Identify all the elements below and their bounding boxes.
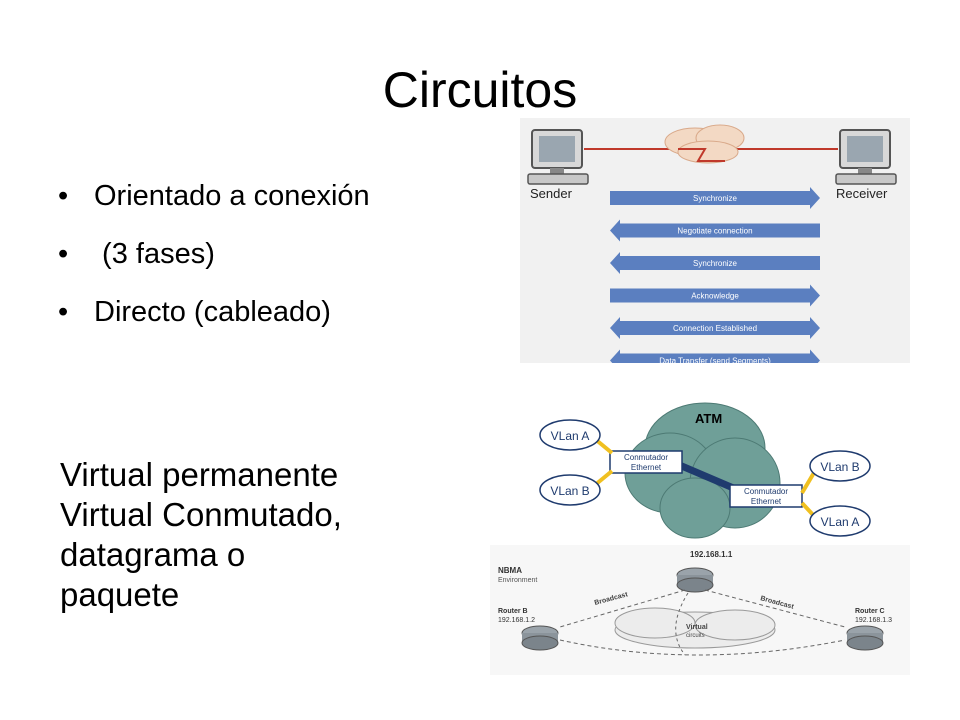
vlan-label: VLan A [551,429,590,443]
vlan-node-left-b: VLan B [539,474,601,506]
handshake-step-label: Acknowledge [691,292,739,301]
handshake-arrow [610,187,820,209]
bullet-text: (3 fases) [94,238,215,270]
vlan-node-right-b: VLan B [809,450,871,482]
bullet-item: • (3 fases) [58,236,518,272]
body-line: datagrama o [60,536,246,573]
handshake-step-label: Data Transfer (send Segments) [659,357,771,364]
router-c-label: Router C [855,608,885,615]
vlan-label: VLan A [821,515,860,529]
atm-vlan-diagram: ATM Conmutador Ethernet Conmutador Ether… [530,393,880,543]
handshake-arrow [610,317,820,339]
router-b-ip: 192.168.1.2 [498,617,535,624]
nbma-diagram: 192.168.1.1 NBMA Environment Virtual cir… [490,545,910,675]
body-line: Virtual Conmutado, [60,496,342,533]
bullet-text: Orientado a conexión [94,180,370,212]
switch-label: Ethernet [631,463,662,472]
vlan-label: VLan B [550,484,589,498]
switch-label: Conmutador [744,487,788,496]
body-line: Virtual permanente [60,456,339,493]
bullet-dot: • [58,180,69,212]
router-c-icon [846,625,884,651]
vlan-label: VLan B [820,460,859,474]
atm-label: ATM [695,411,722,426]
switch-left: Conmutador Ethernet [609,450,683,474]
slide-title: Circuitos [382,62,578,118]
body-line: paquete [60,576,180,613]
handshake-step-label: Negotiate connection [677,227,752,236]
router-b-icon [521,625,559,651]
switch-label: Conmutador [624,453,668,462]
receiver-computer-icon [835,129,897,185]
bullet-item: • Directo (cableado) [58,294,518,330]
bullet-list: • Orientado a conexión • (3 fases) • Direc… [58,178,518,352]
switch-right: Conmutador Ethernet [729,484,803,508]
sender-label: Sender [530,186,573,201]
nbma-env-label: Environment [498,577,537,584]
router-top-icon [676,567,714,593]
bullet-text: Directo (cableado) [94,296,331,328]
handshake-arrow [610,219,820,242]
vlan-node-right-a: VLan A [809,505,871,537]
handshake-step-label: Connection Established [673,324,757,333]
router-c-ip: 192.168.1.3 [855,617,892,624]
circuit-types-text: Virtual permanente Virtual Conmutado, da… [60,455,480,615]
bullet-dot: • [58,238,69,270]
receiver-label: Receiver [836,186,888,201]
handshake-arrow [610,252,820,274]
virtual-circuit-cloud [614,607,776,649]
bullet-dot: • [58,296,69,328]
nbma-label: NBMA [498,566,522,575]
ip-top-label: 192.168.1.1 [690,550,733,559]
virtual-label: Virtual [686,624,708,631]
handshake-step-label: Synchronize [693,259,738,268]
vlan-node-left-a: VLan A [539,419,601,451]
sender-computer-icon [527,129,589,185]
switch-label: Ethernet [751,497,782,506]
router-b-label: Router B [498,608,528,615]
handshake-arrow [610,349,820,363]
bullet-item: • Orientado a conexión [58,178,518,214]
handshake-arrow [610,284,820,307]
handshake-step-label: Synchronize [693,194,738,203]
circuits-label: circuits [686,633,705,639]
